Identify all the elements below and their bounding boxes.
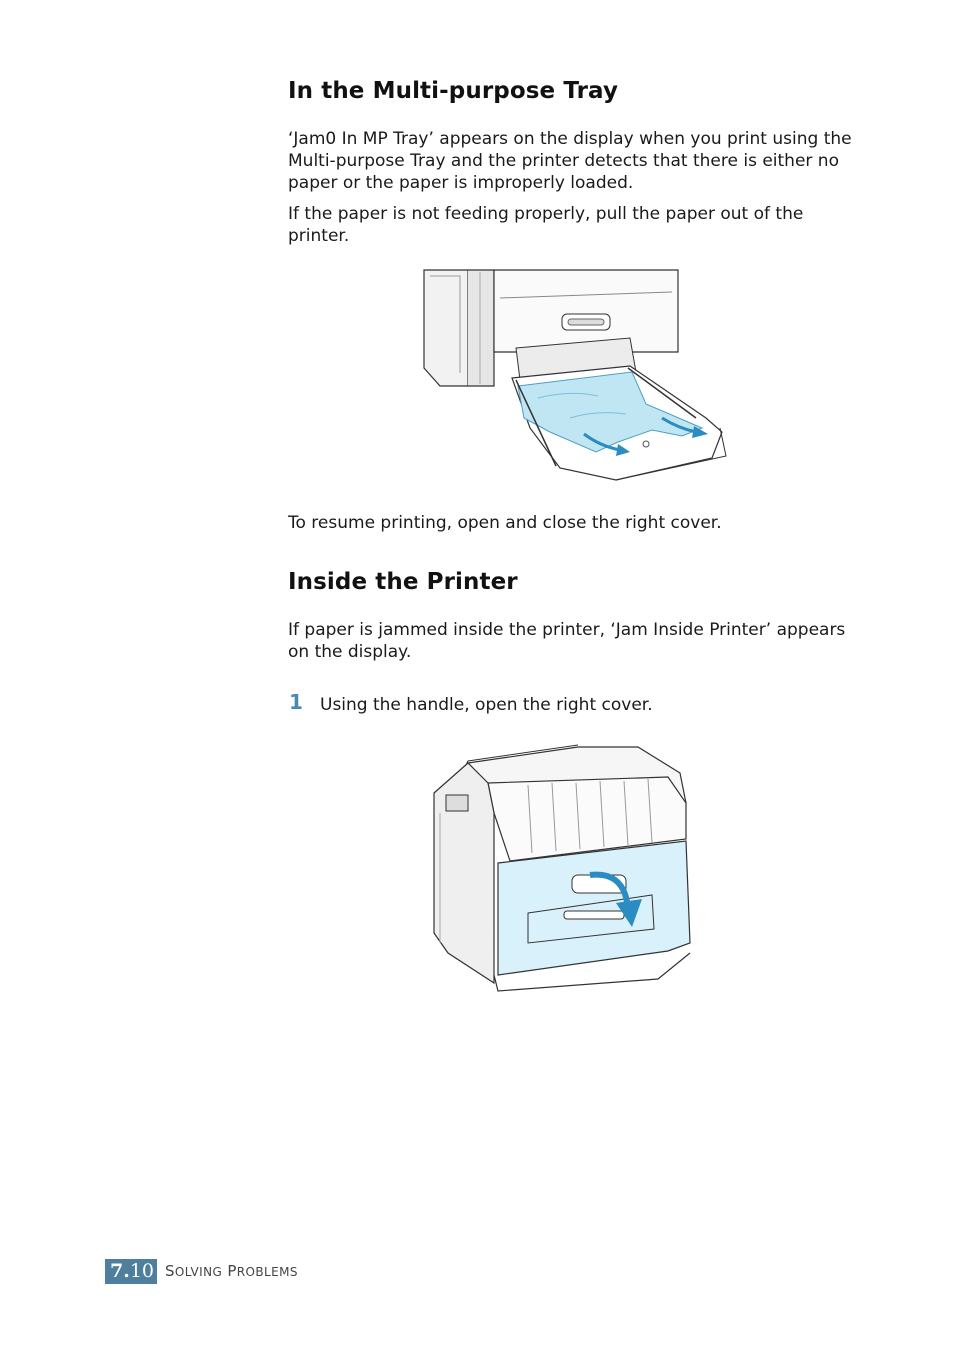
page-number: 10 [129,1260,155,1282]
step-text: Using the handle, open the right cover. [320,695,653,715]
footer-title-rest-problems: ROBLEMS [236,1265,298,1279]
mp-tray-jam-illustration [423,269,727,481]
footer-title-initial-p: P [227,1262,237,1280]
page-number-badge: 7.10 [105,1259,157,1284]
paragraph-pull-paper: If the paper is not feeding properly, pu… [288,204,804,246]
paragraph-jam-inside-message: If paper is jammed inside the printer, ‘… [288,620,846,662]
open-right-cover-illustration [433,744,691,992]
section-heading-mp-tray: In the Multi-purpose Tray [288,78,619,104]
step-number: 1 [289,690,303,714]
paragraph-jam0-message: ‘Jam0 In MP Tray’ appears on the display… [288,129,852,193]
chapter-number: 7. [110,1260,130,1282]
footer-chapter-title: SOLVING PROBLEMS [165,1262,298,1280]
footer-title-rest-solving: OLVING [174,1265,223,1279]
paragraph-resume-printing: To resume printing, open and close the r… [288,513,722,533]
footer-title-initial-s: S [165,1262,175,1280]
section-heading-inside-printer: Inside the Printer [288,569,518,595]
